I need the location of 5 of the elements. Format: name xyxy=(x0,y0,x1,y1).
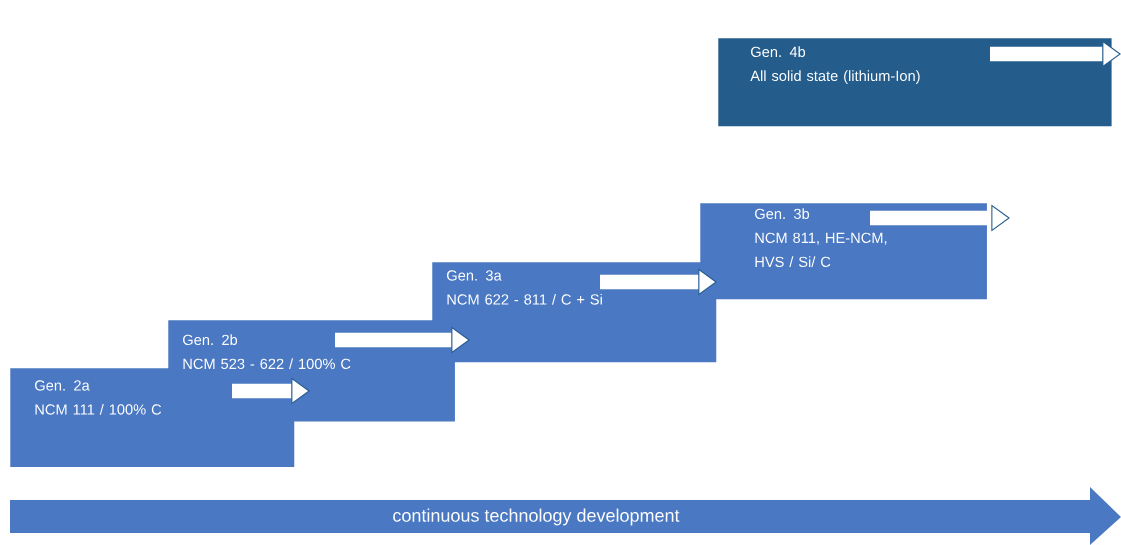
node-label: Gen. 2b xyxy=(183,334,238,346)
process-box: Gen. 3b NCM 811, HE-NCM, HVS / Si/ C xyxy=(700,203,987,300)
node-label: NCM 523 - 622 / 100% C xyxy=(183,358,351,370)
process-box: Gen. 3a NCM 622 - 811 / C + Si xyxy=(432,262,717,363)
process-box: Gen. 4b All solid state (lithium-Ion) xyxy=(718,38,1112,127)
